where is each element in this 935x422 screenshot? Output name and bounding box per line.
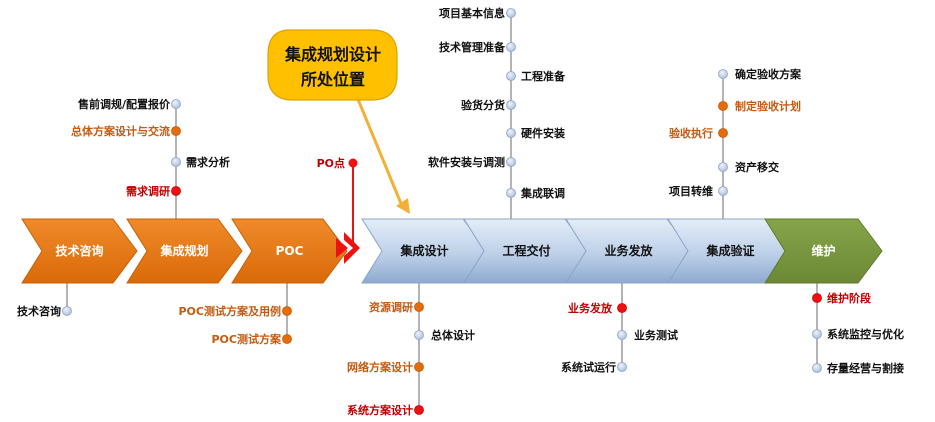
callout: 集成规划设计 所处位置 bbox=[267, 29, 410, 214]
maint_down-dot-2 bbox=[812, 363, 822, 373]
delivery_up-dot-4 bbox=[506, 128, 516, 138]
branch-lines bbox=[66, 13, 818, 410]
plan_up-label-2: 需求分析 bbox=[186, 155, 230, 169]
maint_down-label-1: 系统监控与优化 bbox=[827, 327, 904, 341]
plan_up-dot-1 bbox=[171, 126, 181, 136]
launch_down-dot-2 bbox=[617, 362, 627, 372]
design_down-dot-0 bbox=[414, 302, 424, 312]
stage-poc-label: POC bbox=[276, 244, 304, 258]
design_down-label-3: 系统方案设计 bbox=[347, 403, 413, 417]
design_down-label-0: 资源调研 bbox=[369, 300, 413, 314]
po-marker: PO点 bbox=[317, 156, 360, 264]
delivery_up-label-0: 项目基本信息 bbox=[439, 6, 505, 20]
stage-poc: POC bbox=[231, 218, 348, 284]
launch_down-label-0: 业务发放 bbox=[568, 301, 613, 315]
stage-integration-design-shape bbox=[361, 218, 488, 284]
stage-service-launch-shape bbox=[565, 218, 692, 284]
poc_down-label-1: POC测试方案 bbox=[212, 332, 282, 346]
maint_down-dot-1 bbox=[812, 329, 822, 339]
stage-service-launch-label: 业务发放 bbox=[604, 243, 653, 258]
poc_down-dot-1 bbox=[282, 334, 292, 344]
maint_down-label-2: 存量经营与割接 bbox=[827, 361, 904, 375]
stage-engineering-delivery: 工程交付 bbox=[463, 218, 590, 284]
stage-integration-design-label: 集成设计 bbox=[399, 243, 448, 258]
plan_up-label-0: 售前调规/配置报价 bbox=[77, 97, 171, 111]
stage-integration-verify-label: 集成验证 bbox=[705, 243, 754, 258]
delivery_up-dot-2 bbox=[506, 71, 516, 81]
design_down-dot-1 bbox=[414, 330, 424, 340]
verify_up-dot-1 bbox=[718, 101, 728, 111]
design_down-dot-2 bbox=[414, 362, 424, 372]
plan_up-label-3: 需求调研 bbox=[126, 184, 170, 198]
stage-maintenance: 维护 bbox=[764, 218, 883, 284]
poc_down-label-0: POC测试方案及用例 bbox=[179, 304, 282, 318]
consult_down-dot-0 bbox=[62, 306, 72, 316]
stage-integration-plan-label: 集成规划 bbox=[159, 243, 208, 258]
po-marker-label: PO点 bbox=[317, 156, 345, 170]
delivery_up-label-6: 集成联调 bbox=[520, 186, 565, 200]
verify_up-dot-0 bbox=[718, 69, 728, 79]
stage-integration-design: 集成设计 bbox=[361, 218, 488, 284]
stage-poc-shape bbox=[231, 218, 348, 284]
callout-bubble bbox=[267, 29, 398, 101]
design_down-dot-3 bbox=[414, 405, 424, 415]
stage-tech-consult: 技术咨询 bbox=[21, 218, 138, 284]
callout-arrow-icon bbox=[396, 198, 410, 214]
plan_up-label-1: 总体方案设计与交流 bbox=[71, 124, 170, 138]
delivery_up-dot-0 bbox=[506, 8, 516, 18]
stage-service-launch: 业务发放 bbox=[565, 218, 692, 284]
stage-maintenance-label: 维护 bbox=[811, 243, 835, 258]
verify_up-label-1: 制定验收计划 bbox=[735, 99, 801, 113]
verify_up-dot-4 bbox=[718, 186, 728, 196]
stage-tech-consult-label: 技术咨询 bbox=[55, 243, 103, 258]
poc_down-dot-0 bbox=[282, 306, 292, 316]
verify_up-label-3: 资产移交 bbox=[735, 160, 779, 174]
maint_down-label-0: 维护阶段 bbox=[827, 291, 871, 305]
delivery_up-label-5: 软件安装与调测 bbox=[428, 155, 505, 169]
delivery_up-dot-5 bbox=[506, 157, 516, 167]
stage-chevrons: 技术咨询 集成规划 POC 集成设计 工程交付 业务发放 集成验证 维护 bbox=[21, 218, 883, 284]
verify_up-dot-2 bbox=[718, 128, 728, 138]
po-marker-dot bbox=[348, 158, 358, 168]
launch_down-dot-0 bbox=[617, 303, 627, 313]
delivery_up-label-4: 硬件安装 bbox=[521, 126, 565, 140]
delivery_up-dot-3 bbox=[506, 100, 516, 110]
stage-integration-plan: 集成规划 bbox=[126, 218, 243, 284]
stage-engineering-delivery-shape bbox=[463, 218, 590, 284]
delivery_up-dot-6 bbox=[506, 188, 516, 198]
verify_up-label-2: 验收执行 bbox=[669, 126, 713, 140]
design_down-label-2: 网络方案设计 bbox=[347, 360, 413, 374]
plan_up-dot-0 bbox=[171, 99, 181, 109]
delivery_up-label-3: 验货分货 bbox=[461, 98, 505, 112]
po-arrow-icon bbox=[344, 232, 360, 264]
delivery_up-label-1: 技术管理准备 bbox=[439, 40, 506, 54]
stage-tech-consult-shape bbox=[21, 218, 138, 284]
plan_up-dot-2 bbox=[171, 157, 181, 167]
delivery_up-dot-1 bbox=[506, 42, 516, 52]
plan_up-dot-3 bbox=[171, 186, 181, 196]
design_down-label-1: 总体设计 bbox=[431, 328, 475, 342]
callout-title-line1: 集成规划设计 bbox=[284, 45, 381, 64]
launch_down-label-2: 系统试运行 bbox=[561, 360, 616, 374]
delivery_up-label-2: 工程准备 bbox=[521, 69, 566, 83]
callout-title-line2: 所处位置 bbox=[301, 70, 365, 89]
stage-engineering-delivery-label: 工程交付 bbox=[502, 243, 550, 258]
maint_down-dot-0 bbox=[812, 293, 822, 303]
launch_down-label-1: 业务测试 bbox=[634, 328, 678, 342]
launch_down-dot-1 bbox=[617, 330, 627, 340]
stage-integration-plan-shape bbox=[126, 218, 243, 284]
verify_up-label-0: 确定验收方案 bbox=[735, 67, 802, 81]
verify_up-dot-3 bbox=[718, 162, 728, 172]
verify_up-label-4: 项目转维 bbox=[669, 184, 713, 198]
stage-maintenance-shape bbox=[764, 218, 883, 284]
consult_down-label-0: 技术咨询 bbox=[17, 304, 61, 318]
